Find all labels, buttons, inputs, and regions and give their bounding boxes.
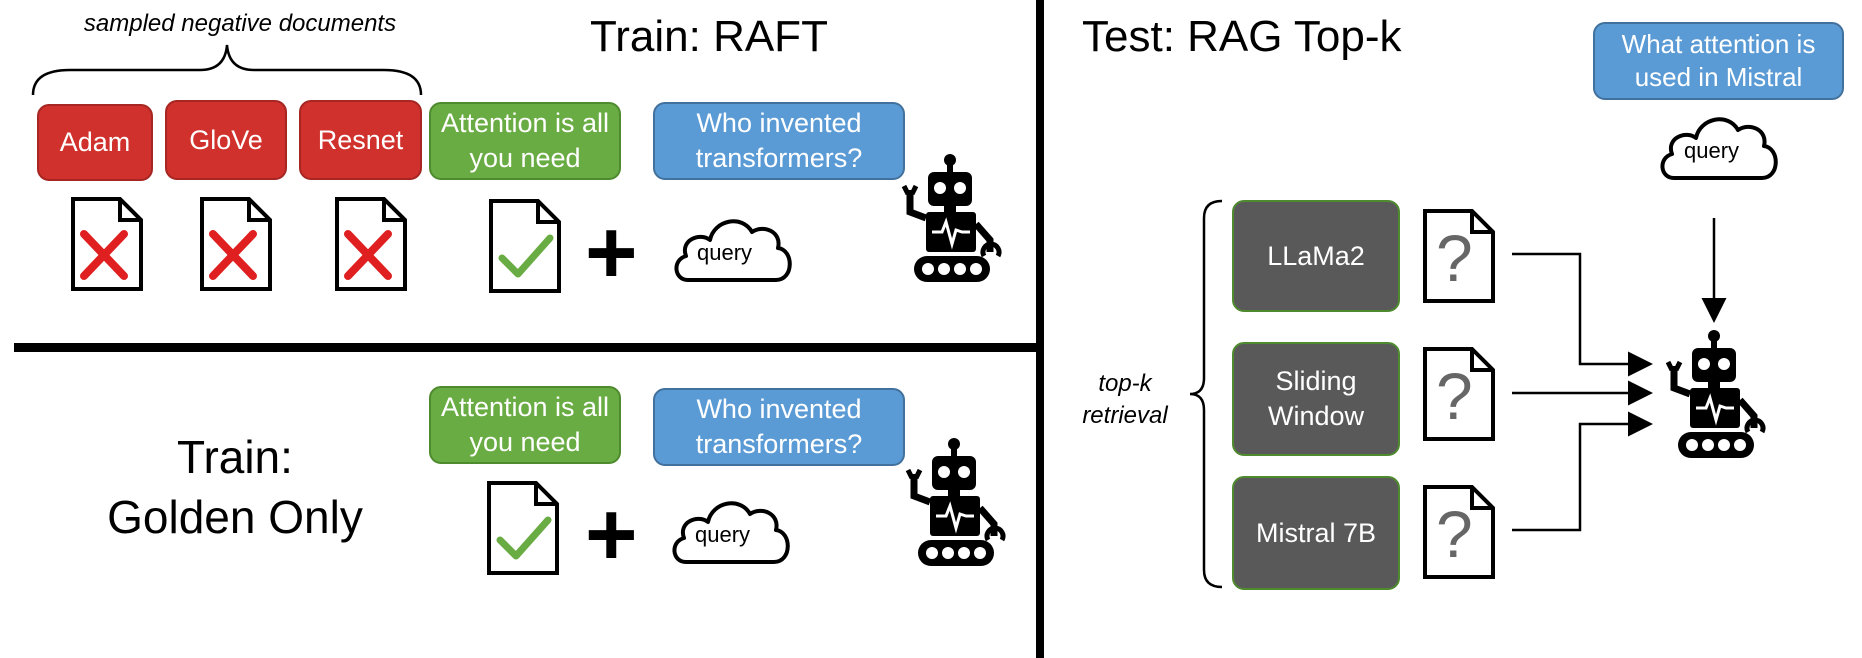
query-cloud-icon: [1660, 117, 1778, 180]
plus-sign: +: [585, 203, 638, 303]
question-box: Who invented transformers?: [653, 102, 905, 180]
golden-only-title-line1: Train:: [177, 431, 293, 483]
golden-only-title-line2: Golden Only: [107, 490, 363, 543]
negative-doc-label-glove: GloVe: [165, 100, 287, 180]
rag-title: Test: RAG Top-k: [1082, 12, 1402, 61]
document-cross-icon: [335, 197, 407, 291]
retrieval-label: top-k retrieval: [1082, 370, 1168, 430]
robot-icon: [1665, 330, 1766, 458]
question-mark: ?: [1436, 359, 1473, 433]
document-check-icon: [487, 481, 559, 575]
negative-doc-label-resnet: Resnet: [299, 100, 422, 180]
raft-title: Train: RAFT: [590, 12, 828, 61]
document-question-icon: [1423, 485, 1495, 579]
robot-icon: [905, 438, 1006, 566]
document-question-icon: [1423, 347, 1495, 441]
query-label: query: [1684, 138, 1740, 163]
query-cloud-icon: [674, 219, 792, 282]
question-mark: ?: [1436, 221, 1473, 295]
horizontal-divider: [14, 343, 1036, 352]
document-question-icon: [1423, 209, 1495, 303]
query-label: query: [697, 240, 753, 265]
question-box: What attention is used in Mistral: [1593, 22, 1844, 100]
golden-only-title: Train: Golden Only: [90, 428, 380, 548]
query-cloud-icon: [672, 501, 790, 564]
retrieved-doc-label-sliding-window: Sliding Window: [1232, 342, 1400, 456]
vertical-divider: [1036, 0, 1044, 658]
query-label: query: [695, 522, 751, 547]
retrieved-doc-label-mistral: Mistral 7B: [1232, 476, 1400, 590]
golden-doc-label: Attention is all you need: [429, 102, 621, 180]
brace-label: sampled negative documents: [83, 10, 397, 37]
question-mark: ?: [1436, 497, 1473, 571]
brace: [31, 44, 423, 96]
retrieval-brace: [1189, 199, 1223, 589]
golden-doc-label: Attention is all you need: [429, 386, 621, 464]
document-cross-icon: [200, 197, 272, 291]
document-cross-icon: [71, 197, 143, 291]
question-box: Who invented transformers?: [653, 388, 905, 466]
negative-doc-label-adam: Adam: [37, 104, 153, 181]
retrieved-doc-label-llama2: LLaMa2: [1232, 200, 1400, 312]
plus-sign: +: [585, 485, 638, 585]
document-check-icon: [489, 199, 561, 293]
robot-icon: [901, 154, 1002, 282]
